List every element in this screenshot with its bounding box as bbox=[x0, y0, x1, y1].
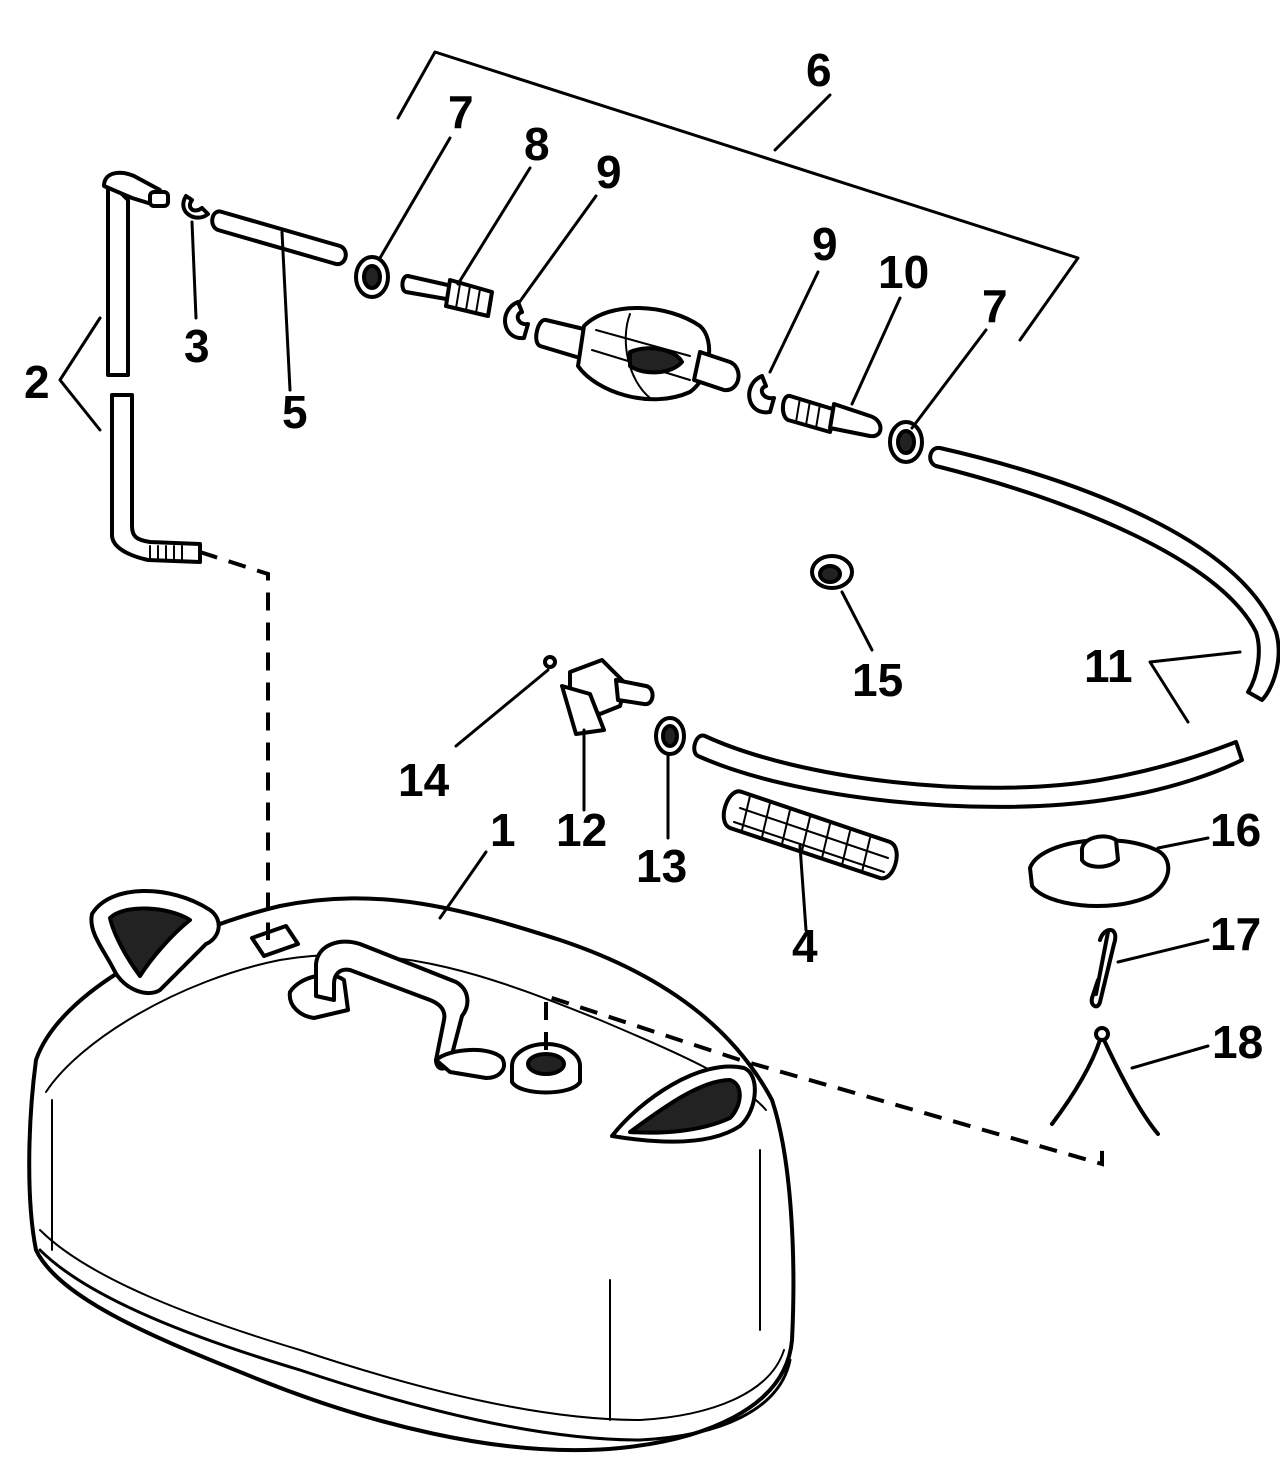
hose-5 bbox=[210, 209, 348, 267]
callout-10: 10 bbox=[878, 246, 929, 298]
connector-12 bbox=[560, 658, 655, 736]
clip-3 bbox=[181, 194, 210, 220]
callout-labels: 6 7 8 9 9 10 7 3 2 5 15 11 14 1 12 13 16… bbox=[24, 44, 1263, 1068]
clamp-7-left bbox=[354, 255, 390, 299]
callout-15: 15 bbox=[852, 654, 903, 706]
clip-9-left bbox=[503, 300, 530, 341]
fill-cap-16 bbox=[1028, 834, 1171, 908]
hook-17 bbox=[1089, 928, 1118, 1009]
callout-12: 12 bbox=[556, 804, 607, 856]
primer-bulb bbox=[534, 306, 741, 402]
callout-16: 16 bbox=[1210, 804, 1261, 856]
callout-6: 6 bbox=[806, 44, 832, 96]
hose-11 bbox=[928, 445, 1280, 702]
spring-18 bbox=[1050, 1026, 1160, 1136]
clamp-13 bbox=[654, 716, 686, 756]
callout-5: 5 bbox=[282, 386, 308, 438]
callout-18: 18 bbox=[1212, 1016, 1263, 1068]
bracket-6 bbox=[396, 50, 1080, 342]
callout-7-right: 7 bbox=[982, 280, 1008, 332]
callout-4: 4 bbox=[792, 920, 818, 972]
callout-9-left: 9 bbox=[596, 146, 622, 198]
callout-7-left: 7 bbox=[448, 86, 474, 138]
callout-8: 8 bbox=[524, 118, 550, 170]
clamp-7-right bbox=[888, 420, 924, 464]
leader-lines bbox=[58, 136, 1242, 1070]
callout-1: 1 bbox=[490, 804, 516, 856]
callout-17: 17 bbox=[1210, 908, 1261, 960]
hose-11-lower bbox=[692, 733, 1244, 809]
callout-3: 3 bbox=[184, 320, 210, 372]
callout-9-right: 9 bbox=[812, 218, 838, 270]
fuel-tank bbox=[27, 889, 796, 1453]
connector-10 bbox=[781, 394, 883, 439]
callout-2: 2 bbox=[24, 356, 50, 408]
pickup-tube bbox=[102, 170, 202, 564]
clamp-15 bbox=[810, 554, 854, 590]
oring-14 bbox=[543, 655, 557, 669]
fitting-8 bbox=[400, 274, 494, 318]
filter-screen-4 bbox=[721, 789, 899, 881]
callout-11: 11 bbox=[1084, 640, 1133, 692]
callout-13: 13 bbox=[636, 840, 687, 892]
clip-9-right bbox=[747, 374, 776, 415]
callout-14: 14 bbox=[398, 754, 450, 806]
assembly-guides bbox=[199, 550, 1104, 1167]
